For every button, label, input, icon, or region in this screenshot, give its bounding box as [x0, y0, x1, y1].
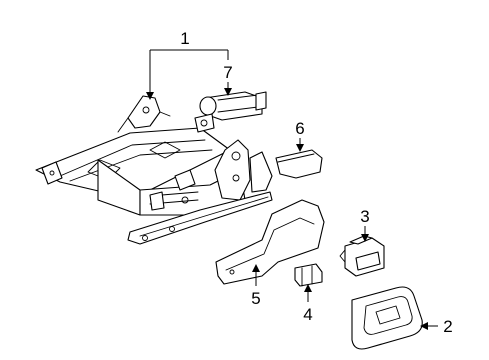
callout-4: 4	[303, 305, 312, 324]
callout-6: 6	[295, 119, 304, 138]
seat-motor	[194, 91, 267, 133]
callout-5: 5	[251, 289, 260, 308]
callout-3: 3	[360, 207, 369, 226]
callout-1: 1	[180, 29, 189, 48]
wire-clip	[294, 263, 323, 287]
track-cover-cap	[275, 149, 323, 179]
seat-switch	[339, 235, 385, 277]
callout-7: 7	[223, 63, 232, 82]
seat-track-frame	[35, 95, 273, 245]
switch-bezel	[351, 286, 423, 350]
side-shield-panel	[215, 199, 325, 285]
leader-lines	[146, 49, 438, 330]
callout-2: 2	[443, 317, 452, 336]
